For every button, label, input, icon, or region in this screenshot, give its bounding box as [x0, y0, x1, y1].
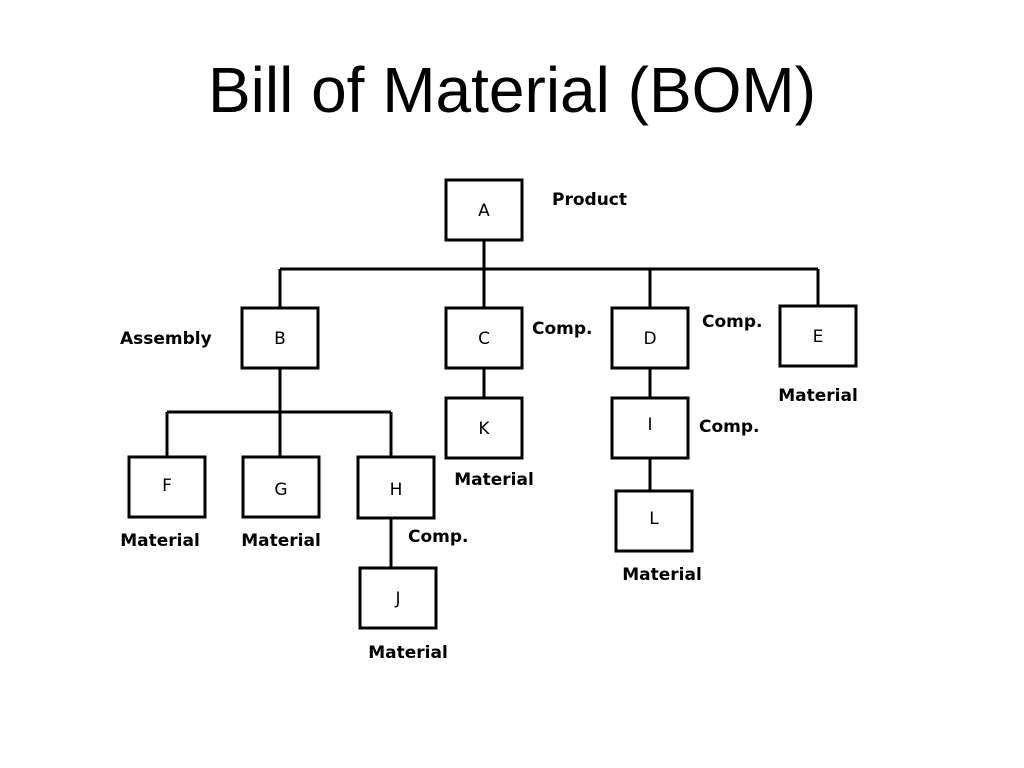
node-c: C — [444, 306, 524, 370]
node-h-label: H — [390, 480, 403, 500]
node-i-role: Comp. — [699, 417, 760, 437]
node-l-role: Material — [622, 565, 702, 585]
node-l-box — [614, 489, 694, 553]
slide-title: Bill of Material (BOM) — [207, 54, 817, 126]
node-h: H — [356, 455, 436, 520]
node-i-label: I — [647, 415, 652, 435]
node-a-label: A — [478, 201, 490, 221]
node-e-label: E — [813, 327, 824, 347]
node-i-box — [610, 396, 690, 460]
node-e: E — [778, 304, 858, 368]
node-k: K — [444, 396, 524, 460]
node-j-role: Material — [368, 643, 448, 663]
node-h-box — [356, 455, 436, 520]
node-a-role: Product — [552, 190, 627, 210]
node-f-box — [127, 455, 207, 519]
node-b: B — [240, 306, 320, 370]
node-l: L — [614, 489, 694, 553]
node-h-role: Comp. — [408, 527, 469, 547]
node-d-box — [610, 306, 690, 370]
node-f-label: F — [162, 476, 172, 496]
node-g: G — [241, 455, 321, 519]
node-d: D — [610, 306, 690, 370]
node-j: J — [358, 566, 438, 630]
node-k-box — [444, 396, 524, 460]
node-a-box — [444, 178, 524, 242]
node-c-label: C — [478, 329, 490, 349]
node-d-role: Comp. — [702, 312, 763, 332]
node-k-role: Material — [454, 470, 534, 490]
node-b-box — [240, 306, 320, 370]
node-d-label: D — [643, 329, 656, 349]
node-g-box — [241, 455, 321, 519]
connector-lines — [165, 240, 820, 568]
node-j-label: J — [394, 589, 400, 609]
node-l-label: L — [649, 509, 659, 529]
node-e-box — [778, 304, 858, 368]
node-b-label: B — [274, 329, 286, 349]
node-a: A — [444, 178, 524, 242]
node-i: I — [610, 396, 690, 460]
node-b-role: Assembly — [120, 329, 212, 349]
node-g-role: Material — [241, 531, 321, 551]
node-c-role: Comp. — [532, 319, 593, 339]
node-e-role: Material — [778, 386, 858, 406]
node-k-label: K — [478, 419, 490, 439]
node-c-box — [444, 306, 524, 370]
node-f-role: Material — [120, 531, 200, 551]
node-g-label: G — [274, 480, 287, 500]
node-j-box — [358, 566, 438, 630]
node-f: F — [127, 455, 207, 519]
